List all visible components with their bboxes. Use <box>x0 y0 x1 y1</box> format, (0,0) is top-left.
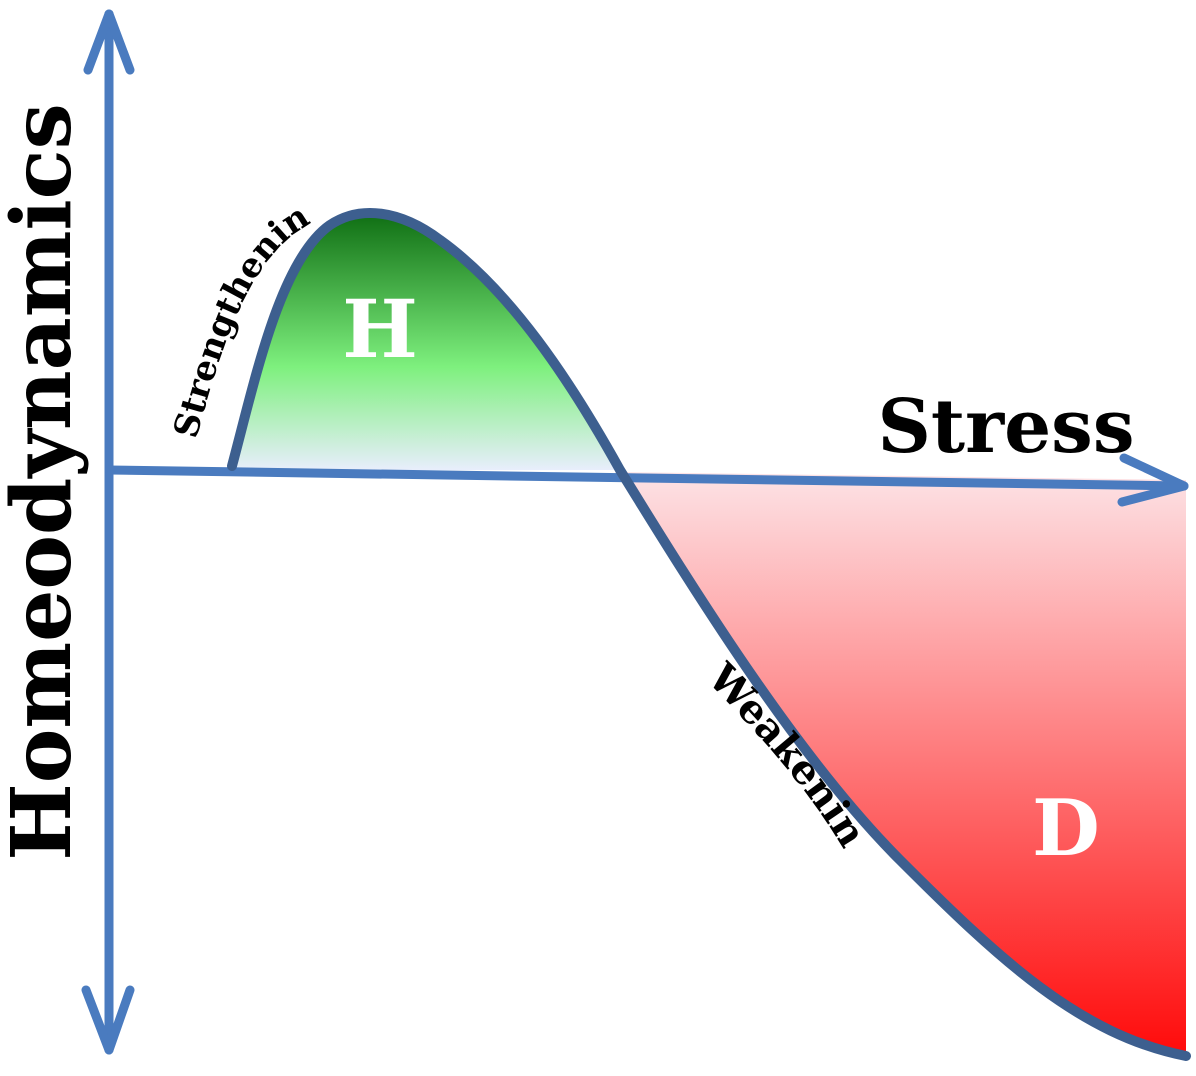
x-axis <box>104 453 1189 507</box>
hormesis-zone-fill <box>232 213 620 470</box>
y-axis-down-arrowhead <box>81 985 135 1055</box>
y-axis <box>81 9 135 1055</box>
hormesis-zone-label: H <box>342 282 418 376</box>
y-axis-label: Homeodynamics <box>0 103 90 861</box>
damage-zone-fill <box>620 472 1186 1056</box>
damage-zone-label: D <box>1032 783 1100 874</box>
x-axis-arrowhead <box>1117 453 1189 507</box>
dose-response-curve <box>227 208 1191 1061</box>
y-axis-up-arrowhead <box>83 9 135 75</box>
x-axis-label: Stress <box>877 384 1134 470</box>
